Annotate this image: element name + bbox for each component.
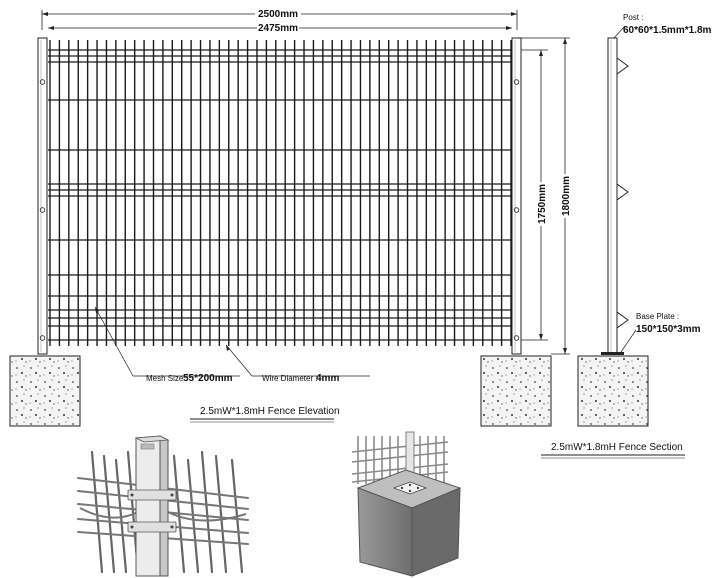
panel-width-label: 2475mm <box>258 23 298 34</box>
clamp-bolt <box>170 493 174 497</box>
clamp-vertical-wire <box>214 454 228 574</box>
wire-diameter-callout: Wire Diameter : 4mm <box>225 344 370 384</box>
clamp-fold-wire <box>79 507 139 519</box>
clamp-bolt <box>130 493 134 497</box>
panel-height-dimension: 1750mm <box>521 49 548 341</box>
base-plate-label: Base Plate : <box>636 312 679 321</box>
base-horizontal-wire <box>351 451 449 463</box>
overall-width-dimension: 2500mm <box>41 8 518 30</box>
post-label: Post : <box>623 13 643 22</box>
clamp-bracket <box>127 489 177 501</box>
wire-diameter-value: 4mm <box>316 373 339 384</box>
post-clamp-3d-detail <box>77 435 249 577</box>
post-value: 60*60*1.5mm*1.8m <box>623 25 712 36</box>
overall-height-label: 1800mm <box>561 176 572 216</box>
clamp-bracket <box>127 521 177 533</box>
mesh-size-value: 55*200mm <box>183 373 233 384</box>
base-block-3d-detail <box>351 431 462 577</box>
clamp-vertical-wire <box>200 450 214 574</box>
section-title-text: 2.5mW*1.8mH Fence Section <box>551 442 683 453</box>
fence-elevation: 2500mm 2475mm <box>9 8 572 427</box>
section-title: 2.5mW*1.8mH Fence Section <box>541 442 685 459</box>
elevation-title: 2.5mW*1.8mH Fence Elevation <box>190 406 340 423</box>
panel-height-label: 1750mm <box>537 184 548 224</box>
clamp-fold-wire <box>167 511 247 522</box>
overall-width-label: 2500mm <box>258 9 298 20</box>
base-horizontal-wire <box>351 441 449 453</box>
left-concrete-footing <box>9 355 81 427</box>
base-plate-callout: Base Plate : 150*150*3mm <box>620 312 701 353</box>
right-post <box>511 37 522 355</box>
post-callout: Post : 60*60*1.5mm*1.8m <box>613 13 712 39</box>
clamp-vertical-wire <box>186 458 200 574</box>
left-post <box>37 37 48 355</box>
fence-section: Post : 60*60*1.5mm*1.8m Base Plate : 150… <box>541 13 712 459</box>
mesh-panel <box>48 40 512 346</box>
base-plate-value: 150*150*3mm <box>636 324 701 335</box>
wire-diameter-label: Wire Diameter : <box>262 374 318 383</box>
clamp-bolt <box>170 525 174 529</box>
clamp-vertical-wire <box>90 450 104 574</box>
mesh-size-label: Mesh Size : <box>146 374 188 383</box>
elevation-title-text: 2.5mW*1.8mH Fence Elevation <box>200 406 340 417</box>
clamp-vertical-wire <box>114 458 128 574</box>
mesh-size-callout: Mesh Size : 55*200mm <box>94 306 240 384</box>
panel-width-dimension: 2475mm <box>48 22 512 34</box>
clamp-bolt <box>130 525 134 529</box>
base-horizontal-wire <box>351 463 449 475</box>
section-concrete-footing <box>577 355 649 427</box>
section-post <box>601 37 629 355</box>
overall-height-dimension: 1800mm <box>521 37 572 355</box>
right-concrete-footing <box>480 355 552 427</box>
clamp-vertical-wire <box>102 454 116 574</box>
